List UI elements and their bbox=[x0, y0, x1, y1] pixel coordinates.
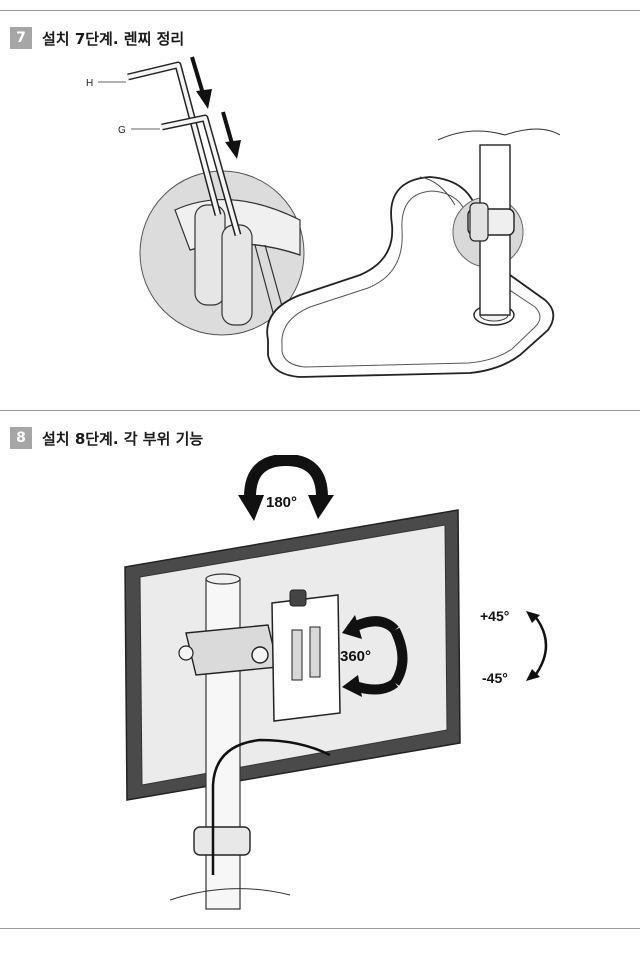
tilt-arm bbox=[178, 624, 279, 676]
middle-divider bbox=[0, 410, 640, 411]
tilt-45-arrow: +45° -45° bbox=[480, 608, 548, 686]
tilt-up-label: +45° bbox=[480, 608, 509, 624]
bottom-divider bbox=[0, 928, 640, 929]
insert-arrow-1 bbox=[190, 56, 212, 109]
step-8-header: 8 설치 8단계. 각 부위 기능 bbox=[10, 426, 203, 450]
top-divider bbox=[0, 10, 640, 11]
swivel-label: 180° bbox=[266, 494, 297, 511]
step-8-title: 설치 8단계. 각 부위 기능 bbox=[42, 429, 204, 448]
vesa-plate bbox=[271, 589, 341, 722]
wrench-storage-zoom bbox=[139, 170, 305, 336]
rotate-label: 360° bbox=[340, 648, 371, 665]
step-8-illustration: 180° bbox=[124, 455, 548, 910]
step-7-number: 7 bbox=[10, 27, 32, 49]
monitor-cable bbox=[211, 738, 331, 875]
pole-and-cable-clip bbox=[419, 128, 561, 316]
step-7-illustration: H G bbox=[86, 56, 561, 378]
rotate-360-arrow: 360° bbox=[340, 615, 408, 697]
tilt-down-label: -45° bbox=[482, 670, 508, 686]
step-7-title: 설치 7단계. 렌찌 정리 bbox=[42, 29, 185, 48]
swivel-180-arrow: 180° bbox=[238, 455, 334, 521]
step-8-number: 8 bbox=[10, 427, 32, 449]
wrench-g-label: G bbox=[118, 125, 126, 136]
wrench-h-label: H bbox=[86, 78, 93, 89]
insert-arrow-2 bbox=[221, 111, 241, 159]
hex-wrench-h bbox=[127, 61, 222, 216]
step-7-header: 7 설치 7단계. 렌찌 정리 bbox=[10, 26, 184, 50]
hex-wrench-g bbox=[161, 114, 242, 236]
